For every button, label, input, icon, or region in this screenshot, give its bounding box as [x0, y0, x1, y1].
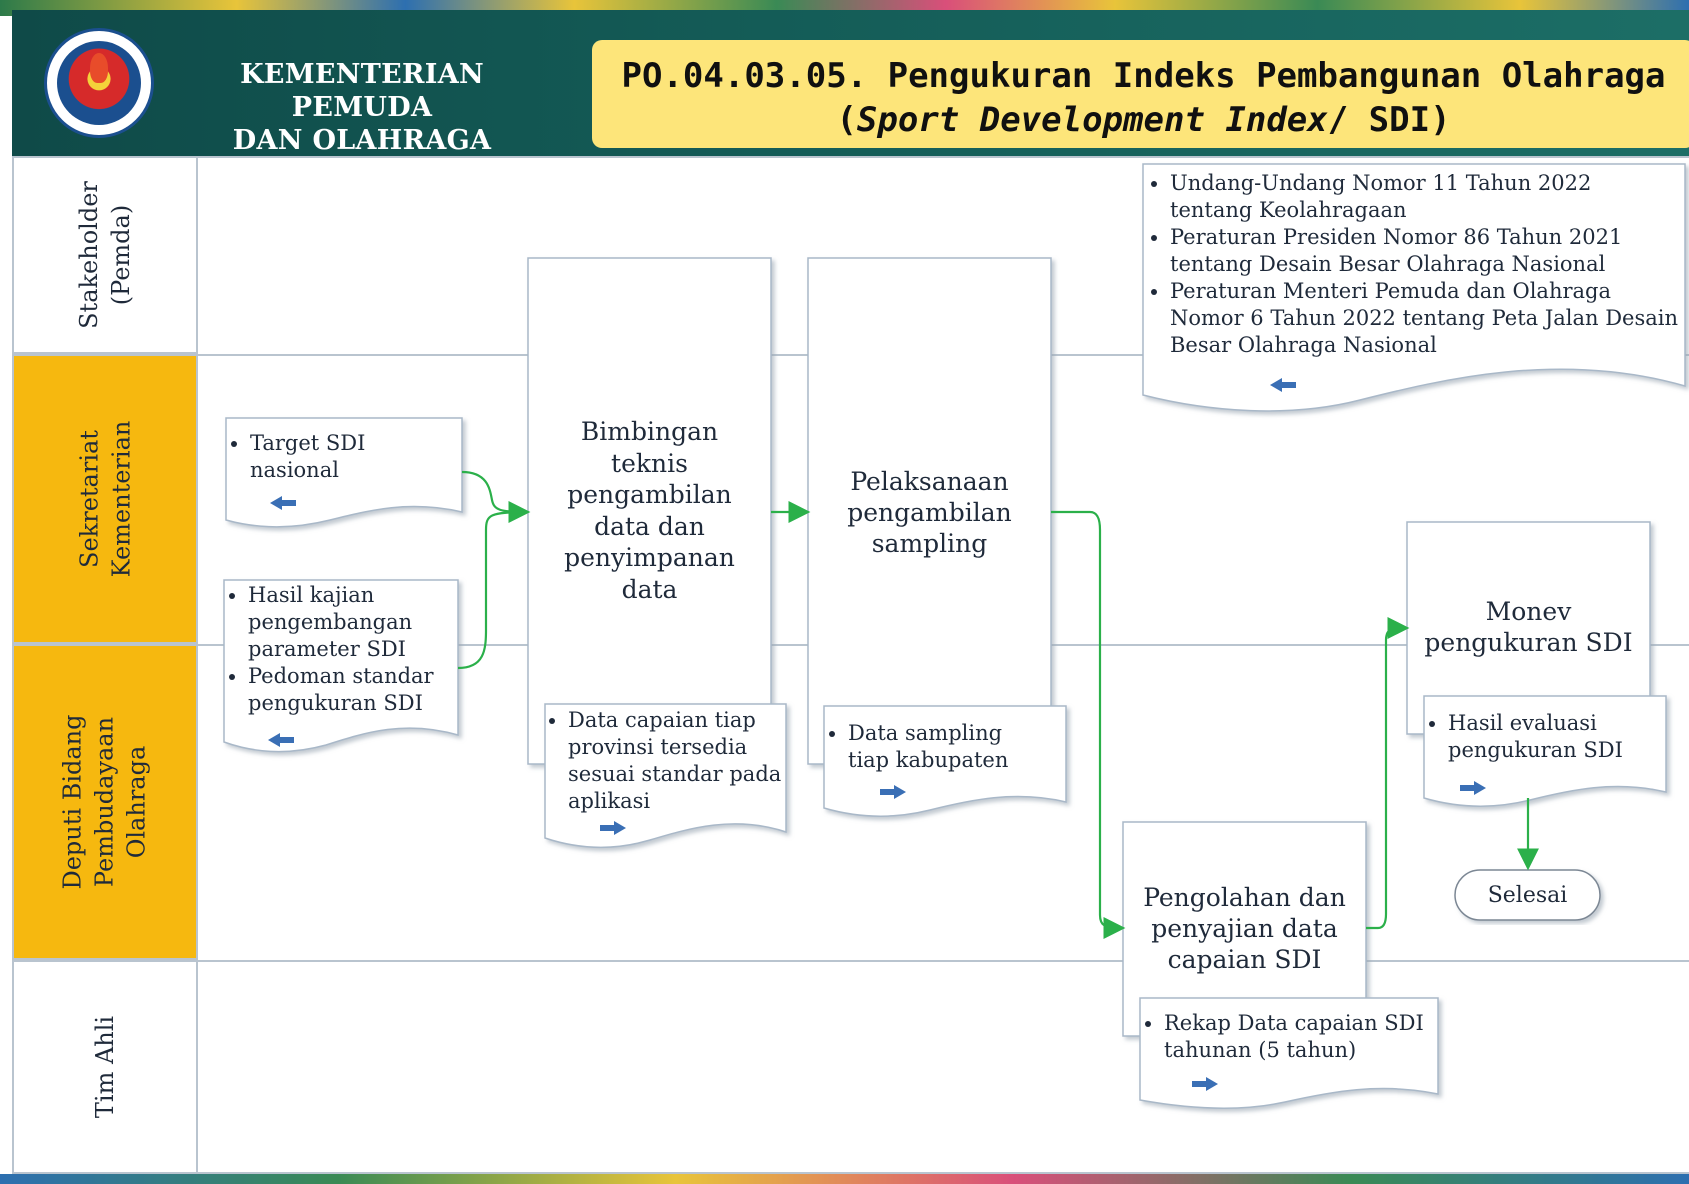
left-arrow-icon [268, 733, 294, 747]
document-target [225, 417, 463, 528]
terminator-selesai-label: Selesai [1487, 883, 1568, 908]
lane-tim-ahli [198, 960, 1689, 1174]
document-target-text: Target SDI nasional [230, 430, 380, 484]
right-arrow-icon [1460, 781, 1486, 795]
title-line-1: PO.04.03.05. Pengukuran Indeks Pembangun… [621, 56, 1666, 96]
document-sampling-text: Data sampling tiap kabupaten [828, 720, 1028, 774]
connector-kajian-to-bimbingan [457, 510, 527, 670]
header-bar: KEMENTERIAN PEMUDA DAN OLAHRAGA PO.04.03… [12, 10, 1689, 156]
document-capaian [544, 703, 787, 849]
right-arrow-icon [880, 785, 906, 799]
document-rekap [1139, 997, 1439, 1109]
flow-connectors [457, 470, 1539, 939]
document-sampling [823, 705, 1067, 817]
process-pelaksanaan [807, 257, 1052, 765]
kemenpora-emblem-icon [44, 28, 154, 138]
decorative-bottom-band [0, 1174, 1689, 1184]
document-arrows [268, 378, 1486, 1091]
process-bimbingan [527, 257, 772, 765]
organization-name: KEMENTERIAN PEMUDA DAN OLAHRAGA [172, 58, 552, 157]
document-kajian-text: Hasil kajian pengembangan parameter SDIP… [228, 582, 456, 717]
document-capaian-text: Data capaian tiap provinsi tersedia sesu… [548, 707, 784, 815]
document-evaluasi [1423, 695, 1667, 807]
lane-label-tim-ahli: Tim Ahli [12, 960, 198, 1174]
org-line-1: KEMENTERIAN PEMUDA [240, 59, 484, 123]
right-arrow-icon [1192, 1077, 1218, 1091]
org-line-2: DAN OLAHRAGA [232, 125, 492, 156]
title-line-2: (Sport Development Index/ SDI) [836, 100, 1451, 140]
connector-target-to-bimbingan [461, 470, 531, 523]
page-title: PO.04.03.05. Pengukuran Indeks Pembangun… [592, 40, 1689, 148]
lane-stakeholder [198, 156, 1689, 354]
document-kajian [223, 579, 459, 753]
connector-pelaksanaan-to-pengolahan [1051, 510, 1126, 939]
left-arrow-icon [1270, 378, 1296, 392]
title-italic-term: Sport Development Index [856, 100, 1328, 140]
left-arrow-icon [270, 496, 296, 510]
document-rekap-text: Rekap Data capaian SDI tahunan (5 tahun) [1144, 1010, 1434, 1064]
lane-label-stakeholder: Stakeholder(Pemda) [12, 156, 198, 354]
document-regulasi [1142, 163, 1686, 412]
right-arrow-icon [600, 821, 626, 835]
connector-pengolahan-to-monev [1366, 617, 1410, 930]
document-evaluasi-text: Hasil evaluasi pengukuran SDI [1428, 710, 1648, 764]
document-regulasi-text: Undang-Undang Nomor 11 Tahun 2022 tentan… [1150, 170, 1680, 359]
